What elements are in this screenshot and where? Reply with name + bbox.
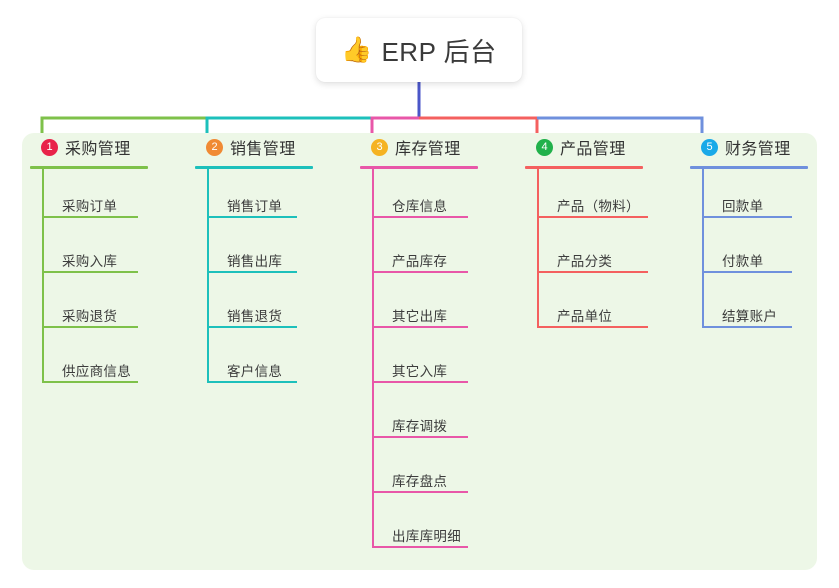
branch-item-label: 产品分类 <box>557 254 613 269</box>
branch-item-rule <box>207 381 297 383</box>
branch-item-label: 仓库信息 <box>392 199 448 214</box>
branch-spine <box>42 169 44 382</box>
root-node-title: ERP 后台 <box>381 36 497 67</box>
branch-item-label: 销售订单 <box>227 199 283 214</box>
branch-spine <box>702 169 704 327</box>
branch-header-rule <box>195 166 313 169</box>
branch-item-rule <box>372 381 468 383</box>
branch-item-rule <box>372 271 468 273</box>
root-node-content: 👍 ERP 后台 <box>341 32 496 69</box>
branch-header-1[interactable]: 1 采购管理 <box>30 133 148 161</box>
branch-column-4: 4 产品管理产品（物料） 产品分类产品单位 <box>525 133 648 328</box>
thumbs-up-icon: 👍 <box>341 35 373 64</box>
branch-column-2: 2 销售管理销售订单销售出库销售退货客户信息 <box>195 133 313 383</box>
branch-item-rule <box>42 326 138 328</box>
branch-item-label: 结算账户 <box>722 309 778 324</box>
branch-item-label: 客户信息 <box>227 364 283 379</box>
branch-item-rule <box>537 271 648 273</box>
branch-column-3: 3 库存管理仓库信息产品库存其它出库其它入库库存调拨库存盘点出库库明细 <box>360 133 478 548</box>
branch-header-rule <box>690 166 808 169</box>
branch-title: 采购管理 <box>65 141 131 158</box>
branch-spine <box>207 169 209 382</box>
branch-item-label: 付款单 <box>722 254 764 269</box>
branch-item-rule <box>207 216 297 218</box>
branch-item-label: 采购订单 <box>62 199 118 214</box>
branch-item-rule <box>42 216 138 218</box>
branch-header-3[interactable]: 3 库存管理 <box>360 133 478 161</box>
branch-header-4[interactable]: 4 产品管理 <box>525 133 643 161</box>
branch-spine <box>372 169 374 547</box>
branch-item-rule <box>702 271 792 273</box>
branch-item-rule <box>537 216 648 218</box>
branch-item-label: 回款单 <box>722 199 764 214</box>
branch-header-5[interactable]: 5 财务管理 <box>690 133 808 161</box>
branch-item-label: 其它入库 <box>392 364 448 379</box>
branch-item-rule <box>207 326 297 328</box>
branch-item-label: 库存盘点 <box>392 474 448 489</box>
root-node-card[interactable]: 👍 ERP 后台 <box>316 18 522 82</box>
branch-item-rule <box>372 326 468 328</box>
branch-item-label: 产品（物料） <box>557 199 640 214</box>
branch-header-2[interactable]: 2 销售管理 <box>195 133 313 161</box>
branch-title: 产品管理 <box>560 141 626 158</box>
branch-item-label: 库存调拨 <box>392 419 448 434</box>
branch-column-5: 5 财务管理回款单付款单结算账户 <box>690 133 808 328</box>
branch-header-rule <box>30 166 148 169</box>
branch-item-label: 采购退货 <box>62 309 118 324</box>
branch-item-label: 产品单位 <box>557 309 613 324</box>
branch-item-rule <box>537 326 648 328</box>
branch-item-label: 销售出库 <box>227 254 283 269</box>
branch-badge-icon: 1 <box>41 138 58 156</box>
branch-badge-icon: 5 <box>701 138 718 156</box>
branch-item-label: 采购入库 <box>62 254 118 269</box>
branch-item-rule <box>372 216 468 218</box>
branch-item-label: 销售退货 <box>227 309 283 324</box>
branch-item-rule <box>207 271 297 273</box>
branch-item-rule <box>702 216 792 218</box>
branch-title: 财务管理 <box>725 141 791 158</box>
branch-title: 销售管理 <box>230 141 296 158</box>
branch-item-label: 其它出库 <box>392 309 448 324</box>
branch-badge-icon: 3 <box>371 138 388 156</box>
branch-item-rule <box>372 491 468 493</box>
branch-item-rule <box>702 326 792 328</box>
branch-column-1: 1 采购管理采购订单采购入库采购退货供应商信息 <box>30 133 148 383</box>
branch-spine <box>537 169 539 327</box>
branch-badge-icon: 2 <box>206 138 223 156</box>
branches-panel: 1 采购管理采购订单采购入库采购退货供应商信息 2 销售管理销售订单销售出库销售退货客… <box>22 133 817 570</box>
branch-item-rule <box>42 381 138 383</box>
branch-item-rule <box>372 546 468 548</box>
branch-header-rule <box>360 166 478 169</box>
branch-title: 库存管理 <box>395 141 461 158</box>
branch-item-label: 供应商信息 <box>62 364 131 379</box>
branch-item-rule <box>372 436 468 438</box>
branch-item-rule <box>42 271 138 273</box>
branch-item-label: 出库库明细 <box>392 529 461 544</box>
branch-item-label: 产品库存 <box>392 254 448 269</box>
branch-badge-icon: 4 <box>536 138 553 156</box>
branch-header-rule <box>525 166 643 169</box>
